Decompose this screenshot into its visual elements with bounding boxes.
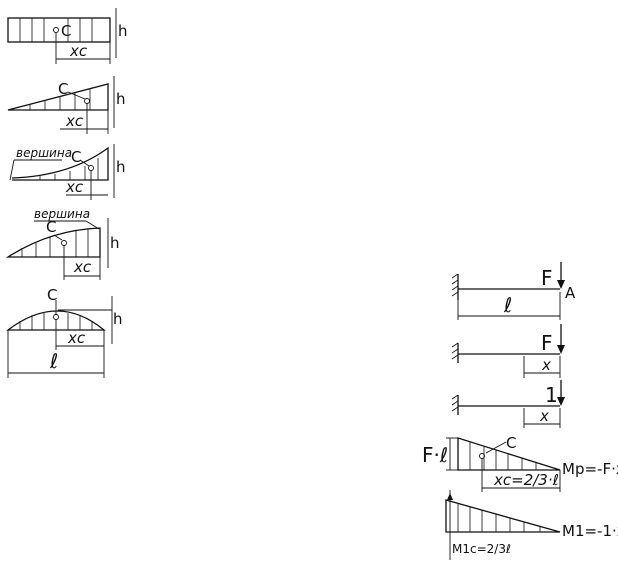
height-label: h	[118, 22, 128, 40]
x-label: x	[541, 356, 551, 374]
cantilever-beam-1: F A ℓ	[451, 262, 576, 320]
centroid-label: C	[47, 286, 57, 304]
height-label: h	[116, 158, 126, 176]
m1-formula-label: M1=-1·x	[562, 522, 618, 540]
vertex-label: вершина	[34, 207, 90, 221]
symmetric-parabola-epure: C h xc ℓ	[6, 286, 123, 378]
xc-label: xc	[65, 178, 84, 196]
centroid-label: C	[71, 148, 81, 166]
centroid-label: C	[506, 434, 516, 452]
point-a-label: A	[565, 284, 576, 302]
xc-label: xc	[69, 42, 88, 60]
height-label: h	[113, 310, 123, 328]
vertex-label: вершина	[16, 146, 72, 160]
x-label: x	[539, 407, 549, 425]
xc-formula-label: xc=2/3·ℓ	[493, 471, 559, 489]
concave-parabola-epure: C вершина h xc	[9, 144, 126, 200]
moment-epure-mp: C F·ℓ xc=2/3·ℓ Mp=-F·x	[422, 434, 618, 492]
triangle-epure: C h xc	[7, 76, 126, 134]
cantilever-beam-2: F x	[451, 324, 565, 378]
height-label: h	[116, 90, 126, 108]
cantilever-beam-3: 1 x	[451, 380, 565, 428]
centroid-label: C	[61, 22, 71, 40]
height-label: h	[110, 234, 120, 252]
length-label: ℓ	[503, 293, 512, 317]
convex-parabola-epure: C вершина h xc	[5, 207, 120, 280]
length-label: ℓ	[49, 349, 58, 373]
moment-epure-m1: M1=-1·x M1c=2/3ℓ	[445, 490, 618, 560]
centroid-label: C	[58, 80, 68, 98]
xc-label: xc	[67, 329, 86, 347]
force-label: F	[541, 266, 553, 290]
unit-force-label: 1	[545, 383, 558, 407]
xc-label: xc	[65, 112, 84, 130]
moment-value-label: F·ℓ	[422, 443, 448, 467]
mp-formula-label: Mp=-F·x	[562, 460, 618, 478]
centroid-label: C	[46, 218, 56, 236]
m1c-formula-label: M1c=2/3ℓ	[452, 542, 511, 556]
xc-label: xc	[73, 258, 92, 276]
force-label: F	[541, 331, 553, 355]
rectangle-epure: C h xc	[7, 8, 128, 64]
